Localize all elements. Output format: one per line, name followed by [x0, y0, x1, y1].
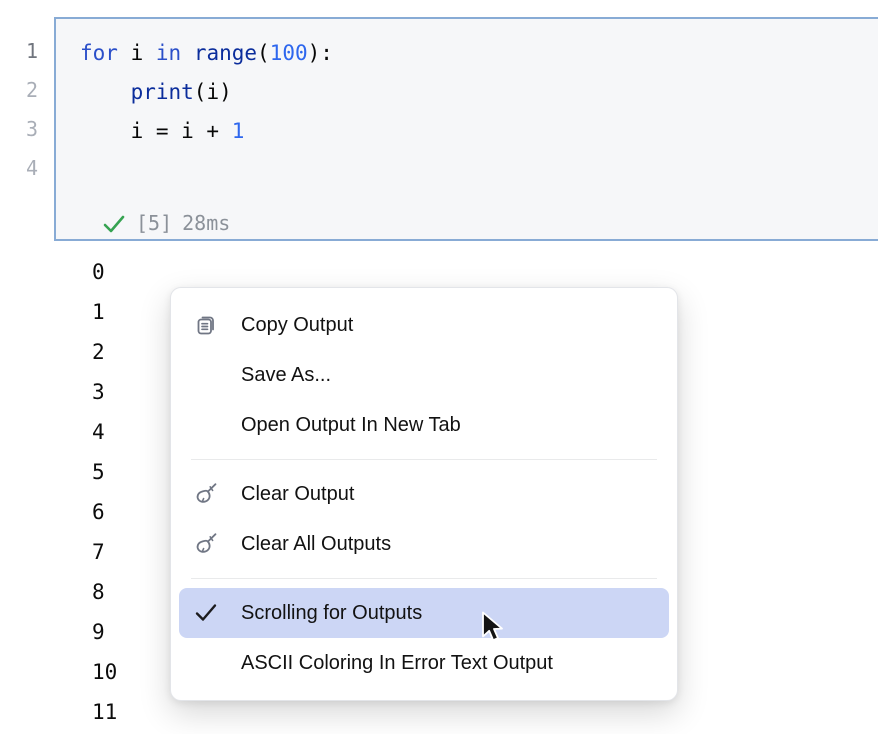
cell-output-area[interactable]: 0 1 2 3 4 5 6 7 8 9 10 11: [92, 252, 117, 732]
broom-icon: [193, 532, 219, 556]
menu-item-open-output-new-tab[interactable]: Open Output In New Tab: [179, 400, 669, 450]
menu-item-label: ASCII Coloring In Error Text Output: [241, 651, 553, 674]
context-menu: Copy Output Save As... Open Output In Ne…: [170, 287, 678, 701]
code-token: [80, 80, 131, 104]
output-line: 5: [92, 460, 105, 484]
check-icon: [193, 601, 219, 625]
menu-item-ascii-coloring[interactable]: ASCII Coloring In Error Text Output: [179, 638, 669, 688]
output-line: 1: [92, 300, 105, 324]
code-line[interactable]: i = i + 1: [80, 112, 878, 151]
check-icon: [103, 215, 125, 232]
line-number: 4: [25, 156, 38, 180]
code-token: range: [193, 41, 258, 65]
menu-item-label: Scrolling for Outputs: [241, 601, 423, 624]
menu-item-label: Copy Output: [241, 313, 354, 336]
output-line: 3: [92, 380, 105, 404]
code-token: 100: [269, 41, 308, 65]
code-token: print: [130, 80, 194, 104]
menu-divider: [191, 578, 657, 579]
output-line: 4: [92, 420, 105, 444]
menu-item-save-as[interactable]: Save As...: [179, 350, 669, 400]
line-number-gutter: 1 2 3 4: [0, 32, 38, 188]
line-number: 1: [25, 39, 38, 63]
code-token: (: [257, 41, 270, 65]
execution-count: [5]: [136, 211, 173, 235]
code-token: [181, 41, 194, 65]
menu-item-scrolling-for-outputs[interactable]: Scrolling for Outputs: [179, 588, 669, 638]
execution-duration: 28ms: [182, 211, 231, 235]
output-line: 8: [92, 580, 105, 604]
output-line: 2: [92, 340, 105, 364]
execution-status: [5] 28ms: [102, 204, 878, 243]
output-line: 7: [92, 540, 105, 564]
output-line: 6: [92, 500, 105, 524]
menu-item-label: Clear All Outputs: [241, 532, 392, 555]
output-line: 10: [92, 660, 118, 684]
menu-item-label: Save As...: [241, 363, 332, 386]
output-line: 11: [92, 700, 118, 724]
code-token: (i): [193, 80, 232, 104]
code-token: 1: [231, 119, 245, 143]
code-line[interactable]: print(i): [80, 73, 878, 112]
code-token: ):: [307, 41, 333, 65]
broom-icon: [193, 482, 219, 506]
code-cell[interactable]: for i in range(100): print(i) i = i + 1 …: [54, 17, 878, 241]
code-token: in: [155, 41, 182, 65]
menu-divider: [191, 459, 657, 460]
code-line[interactable]: [80, 151, 878, 190]
menu-item-clear-output[interactable]: Clear Output: [179, 469, 669, 519]
menu-item-label: Open Output In New Tab: [241, 413, 461, 436]
menu-item-clear-all-outputs[interactable]: Clear All Outputs: [179, 519, 669, 569]
output-line: 9: [92, 620, 105, 644]
code-token: for: [80, 41, 118, 65]
line-number: 2: [25, 78, 38, 102]
code-token: i: [117, 41, 156, 65]
menu-item-label: Clear Output: [241, 482, 355, 505]
code-token: i = i +: [80, 119, 232, 143]
copy-icon: [193, 313, 219, 337]
code-editor[interactable]: for i in range(100): print(i) i = i + 1 …: [56, 19, 878, 243]
code-line[interactable]: for i in range(100):: [80, 34, 878, 73]
output-line: 0: [92, 260, 105, 284]
menu-item-copy-output[interactable]: Copy Output: [179, 300, 669, 350]
line-number: 3: [25, 117, 38, 141]
